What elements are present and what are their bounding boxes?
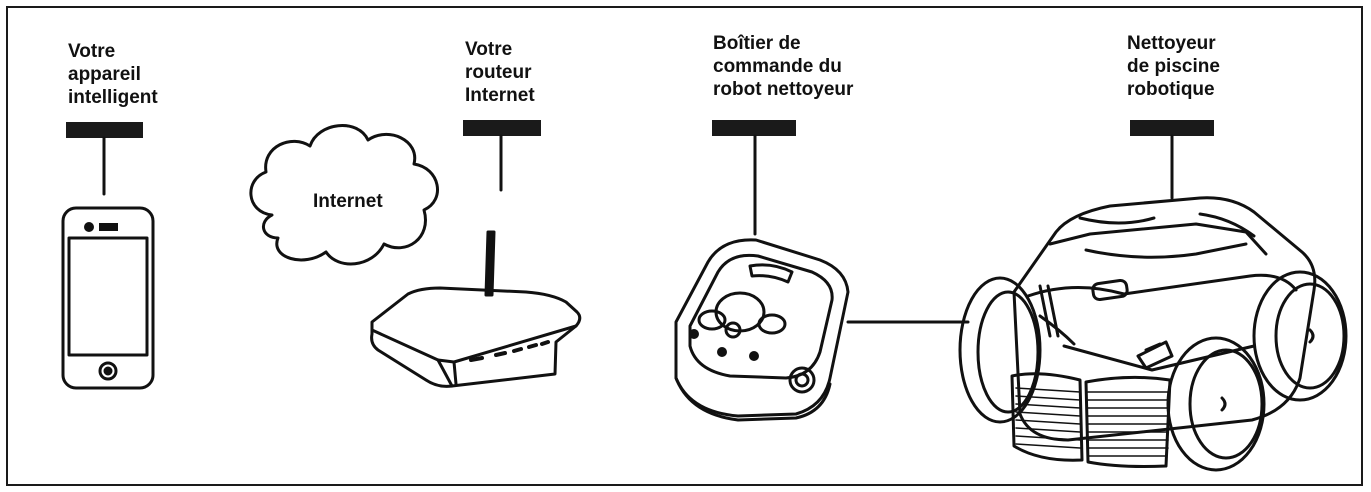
label-line: Votre (465, 39, 513, 60)
smartphone-icon (61, 206, 155, 390)
label-line: robot nettoyeur (713, 79, 854, 100)
pool-robot-icon (958, 196, 1348, 472)
label-line: Nettoyeur (1127, 33, 1216, 54)
label-line: Boîtier de (713, 33, 801, 54)
label-line: intelligent (68, 87, 158, 108)
router-icon (370, 230, 582, 388)
label-line: Votre (68, 41, 116, 62)
label-line: routeur (465, 62, 532, 83)
label-pool-robot: Nettoyeur de piscine robotique (1127, 32, 1220, 101)
label-line: commande du (713, 56, 842, 77)
label-control-box: Boîtier de commande du robot nettoyeur (713, 32, 853, 101)
cloud-icon (249, 124, 439, 266)
leader-bar (66, 122, 143, 138)
label-router: Votre routeur Internet (465, 38, 535, 107)
label-line: robotique (1127, 79, 1215, 100)
cloud-label: Internet (313, 191, 383, 212)
control-box-icon (674, 238, 850, 422)
label-line: appareil (68, 64, 141, 85)
diagram-frame (6, 6, 1363, 486)
label-smart-device: Votre appareil intelligent (68, 40, 158, 109)
leader-bar (1130, 120, 1214, 136)
leader-bar (463, 120, 541, 136)
label-line: Internet (465, 85, 535, 106)
label-line: de piscine (1127, 56, 1220, 77)
leader-bar (712, 120, 796, 136)
